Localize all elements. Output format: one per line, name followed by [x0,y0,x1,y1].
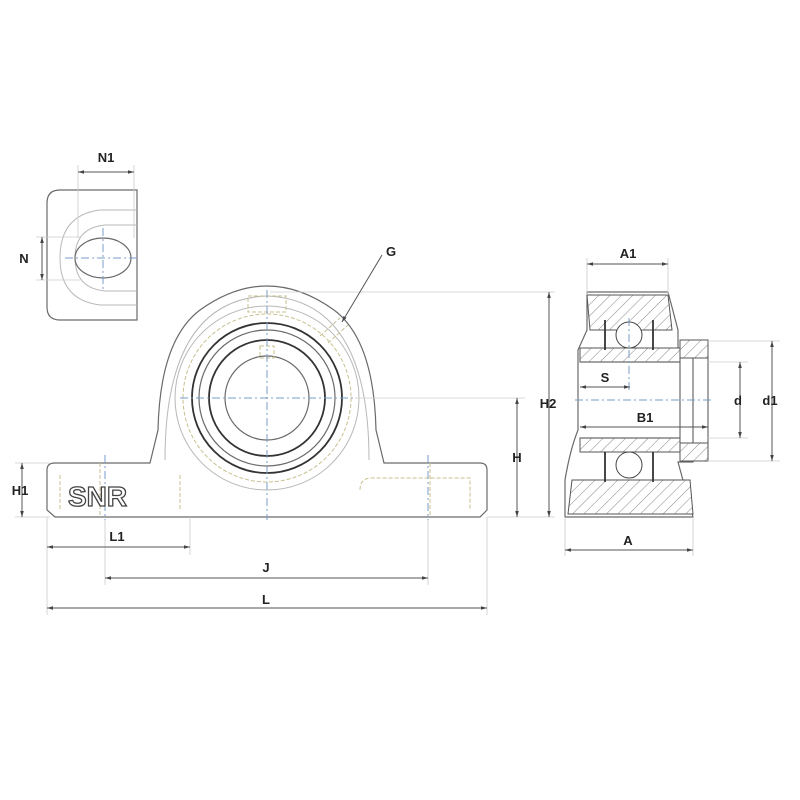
side-section-view: A1 A S B1 d d1 [564,246,780,556]
label-s: S [601,370,610,385]
label-g: G [386,244,396,259]
label-d: d [734,393,742,408]
label-h: H [512,450,521,465]
label-a1: A1 [620,246,637,261]
leader-g [341,254,383,323]
label-l: L [262,592,270,607]
label-d1: d1 [762,393,777,408]
label-n: N [19,251,28,266]
snr-logo: SNR [68,481,127,512]
front-view: SNR H1 L1 J L H H2 G [12,244,557,615]
label-l1: L1 [109,529,124,544]
label-b1: B1 [637,410,654,425]
label-n1: N1 [98,150,115,165]
end-view: N1 N [19,150,140,321]
label-h1: H1 [12,483,29,498]
label-h2: H2 [540,396,557,411]
label-j: J [262,560,269,575]
label-a: A [623,533,633,548]
